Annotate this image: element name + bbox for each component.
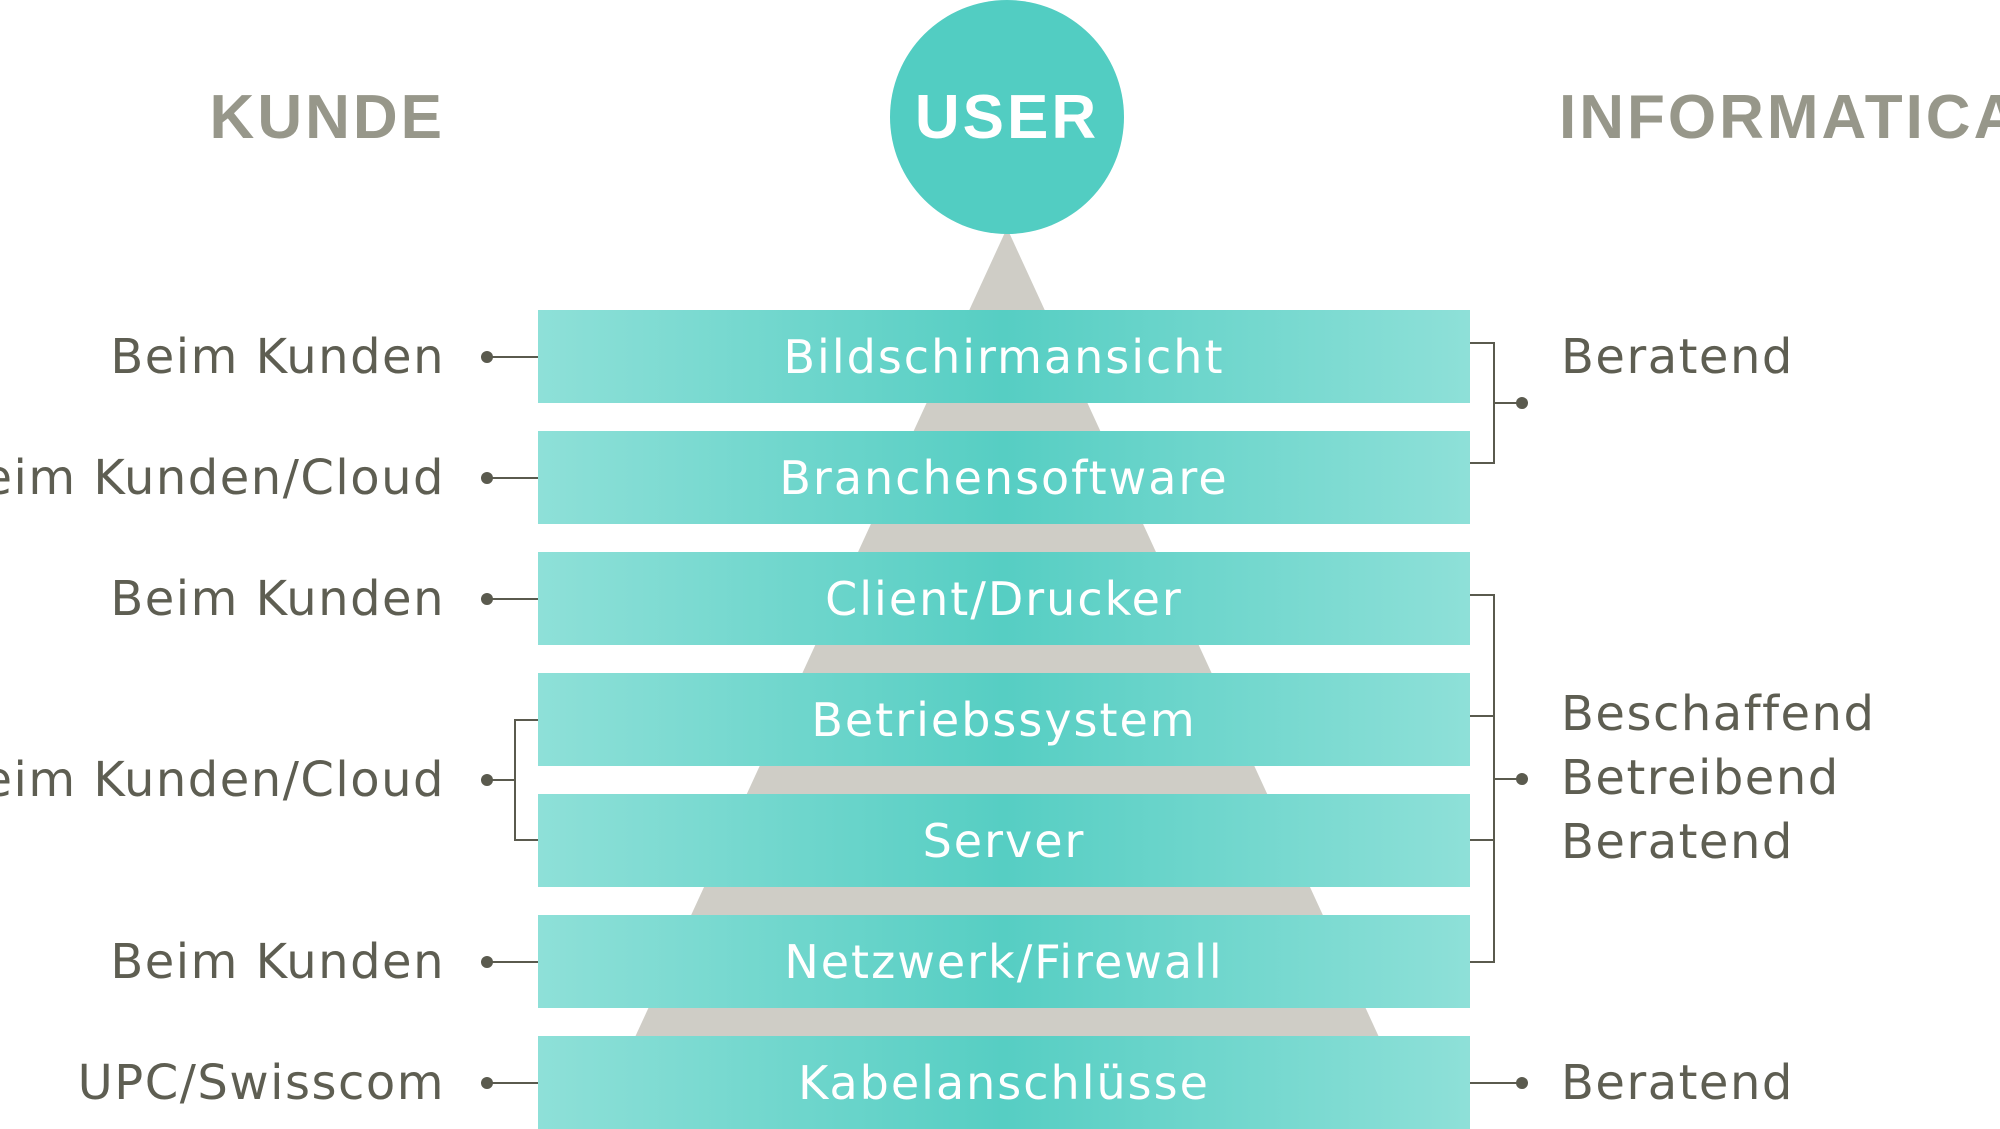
user-circle: USER <box>890 0 1124 234</box>
kunde-label-branchensoftware: Beim Kunden/Cloud <box>0 450 445 506</box>
informatica-label-bottom: Beratend <box>1561 1055 1794 1111</box>
layer-kabelanschluesse: Kabelanschlüsse <box>538 1036 1470 1129</box>
informatica-heading: INFORMATICA <box>1559 83 2000 152</box>
kunde-label-betriebssystem-server: Beim Kunden/Cloud <box>0 752 445 808</box>
layer-netzwerk-firewall: Netzwerk/Firewall <box>538 915 1470 1008</box>
kunde-label-client-drucker: Beim Kunden <box>110 571 445 627</box>
kunde-label-netzwerk: Beim Kunden <box>110 934 445 990</box>
kunde-label-kabel: UPC/Swisscom <box>77 1055 445 1111</box>
layer-betriebssystem: Betriebssystem <box>538 673 1470 766</box>
informatica-label-beschaffend: Beschaffend <box>1561 686 1876 742</box>
layer-client-drucker: Client/Drucker <box>538 552 1470 645</box>
informatica-label-betreibend: Betreibend <box>1561 750 1840 806</box>
kunde-label-bildschirmansicht: Beim Kunden <box>110 329 445 385</box>
informatica-label-top: Beratend <box>1561 329 1794 385</box>
layer-bildschirmansicht: Bildschirmansicht <box>538 310 1470 403</box>
informatica-label-beratend-middle: Beratend <box>1561 814 1794 870</box>
layer-server: Server <box>538 794 1470 887</box>
layer-branchensoftware: Branchensoftware <box>538 431 1470 524</box>
kunde-heading: KUNDE <box>209 83 445 152</box>
